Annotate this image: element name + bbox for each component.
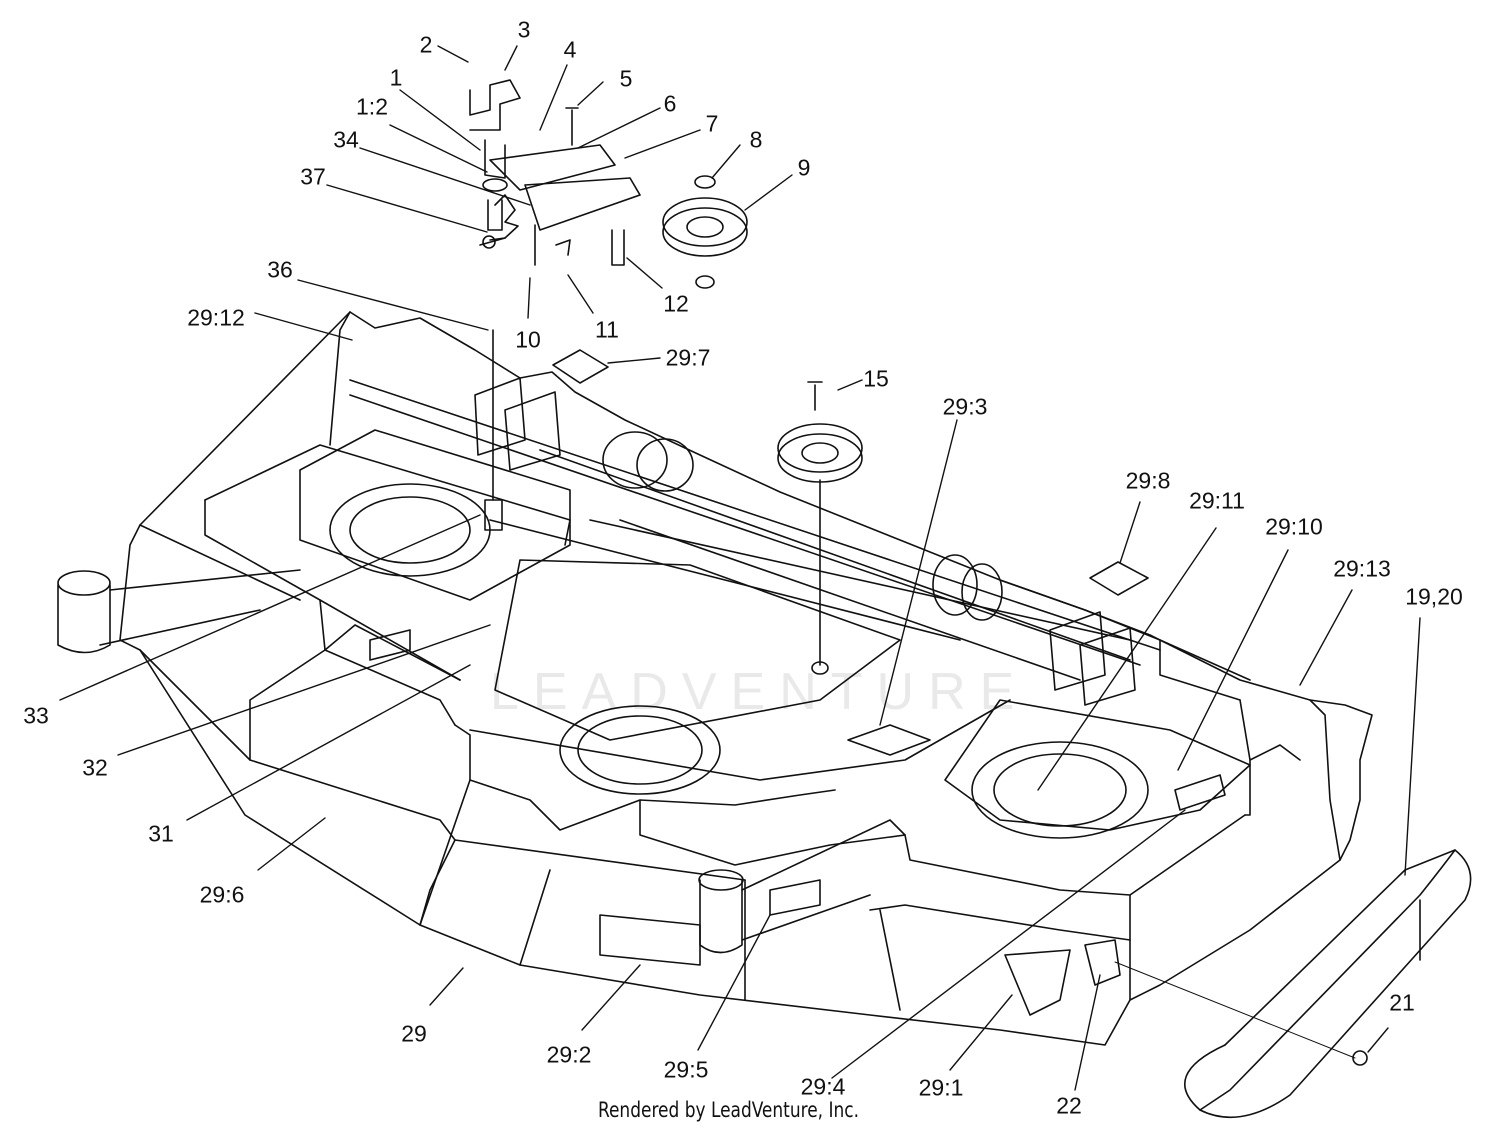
callout-7: 7: [705, 110, 719, 137]
callout-12: 12: [663, 290, 689, 317]
callout-36: 36: [267, 256, 293, 283]
idler-arm-assembly: [469, 79, 641, 266]
callout-29-1: 29:1: [918, 1074, 964, 1101]
callout-29-6: 29:6: [199, 881, 245, 908]
deck-outline: [119, 311, 1373, 1046]
callout-32: 32: [82, 754, 108, 781]
callout-11: 11: [595, 316, 619, 343]
callout-29-3: 29:3: [942, 393, 988, 420]
callout-29-10: 29:10: [1265, 513, 1323, 540]
callout-9: 9: [797, 154, 811, 181]
rear-channel: [349, 379, 1161, 681]
spindle-openings: [329, 483, 1149, 839]
pulleys: [484, 175, 863, 675]
callout-34: 34: [333, 126, 359, 153]
callout-29-8: 29:8: [1125, 467, 1171, 494]
callout-8: 8: [749, 126, 763, 153]
watermark: LEADVENTURE: [490, 663, 1029, 721]
rear-bumper: [1183, 849, 1472, 1119]
callout-15: 15: [863, 365, 889, 392]
callout-29: 29: [401, 1020, 427, 1047]
leader-lines: [59, 45, 1421, 1091]
callout-21: 21: [1389, 989, 1415, 1016]
callout-31: 31: [148, 820, 174, 847]
callout-2: 2: [419, 31, 433, 58]
callout-29-2: 29:2: [546, 1041, 592, 1068]
callout-5: 5: [619, 65, 633, 92]
callout-29-7: 29:7: [665, 344, 711, 371]
callout-10: 10: [515, 326, 541, 353]
callout-29-11: 29:11: [1189, 487, 1245, 514]
callout-1: 1: [389, 64, 403, 91]
callout-29-4: 29:4: [800, 1073, 846, 1100]
callout-33: 33: [23, 702, 49, 729]
render-credit: Rendered by LeadVenture, Inc.: [598, 1098, 859, 1122]
bolt-22-link: [1084, 939, 1368, 1066]
callout-4: 4: [563, 36, 577, 63]
brackets-decals: [369, 349, 1226, 1016]
callout-29-5: 29:5: [663, 1056, 709, 1083]
deck-top-plates: [299, 429, 1251, 831]
callout-3: 3: [517, 16, 531, 43]
baffle-discs: [602, 431, 1003, 621]
callout-22: 22: [1056, 1092, 1082, 1119]
callout-29-12: 29:12: [187, 304, 245, 331]
callout-6: 6: [663, 90, 677, 117]
callout-1-2: 1:2: [356, 93, 388, 120]
callout-19-20: 19,20: [1405, 583, 1463, 610]
callout-29-13: 29:13: [1333, 555, 1391, 582]
callout-37: 37: [300, 163, 326, 190]
